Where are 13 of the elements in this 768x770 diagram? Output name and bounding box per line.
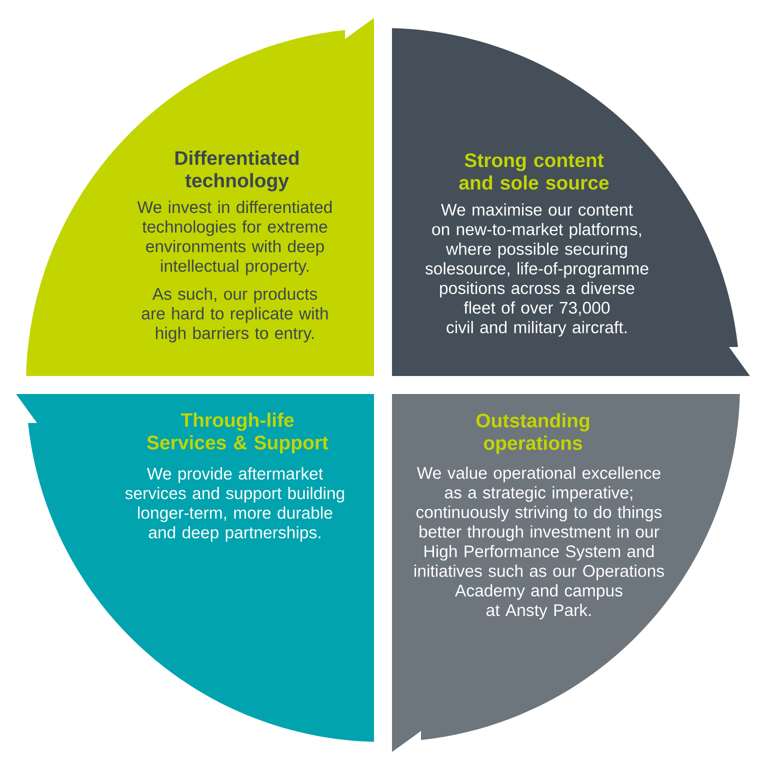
body-text: We invest in differentiated technologies for extreme environments with deep intellectual property. <box>137 200 332 276</box>
heading: Strong content and sole source <box>459 153 609 190</box>
quadrant-segment <box>392 394 740 752</box>
heading: Differentiated technology <box>175 150 299 192</box>
body-text: We maximise our content on new-to-market platforms, where possible securing solesource, life-of-programme positions across a diverse fleet of over 73,000 civil and military aircraft. <box>425 203 648 337</box>
heading: Outstanding operations <box>476 413 590 454</box>
body-text: We provide aftermarket services and support building longer-term, more durable and deep partnerships. <box>125 467 344 542</box>
quadrant-segment <box>26 18 374 376</box>
heading: Through-life Services & Support <box>147 412 328 454</box>
quadrant-segment <box>392 28 750 376</box>
body-text: We value operational excellence as a strategic imperative; continuously striving to do things better through investment in our High Performance System and initiatives such as our Operations Academy and campus at Ansty Park. <box>414 466 664 620</box>
body-text: As such, our products are hard to replicate with high barriers to entry. <box>142 288 328 342</box>
quadrant-segment <box>16 394 374 742</box>
